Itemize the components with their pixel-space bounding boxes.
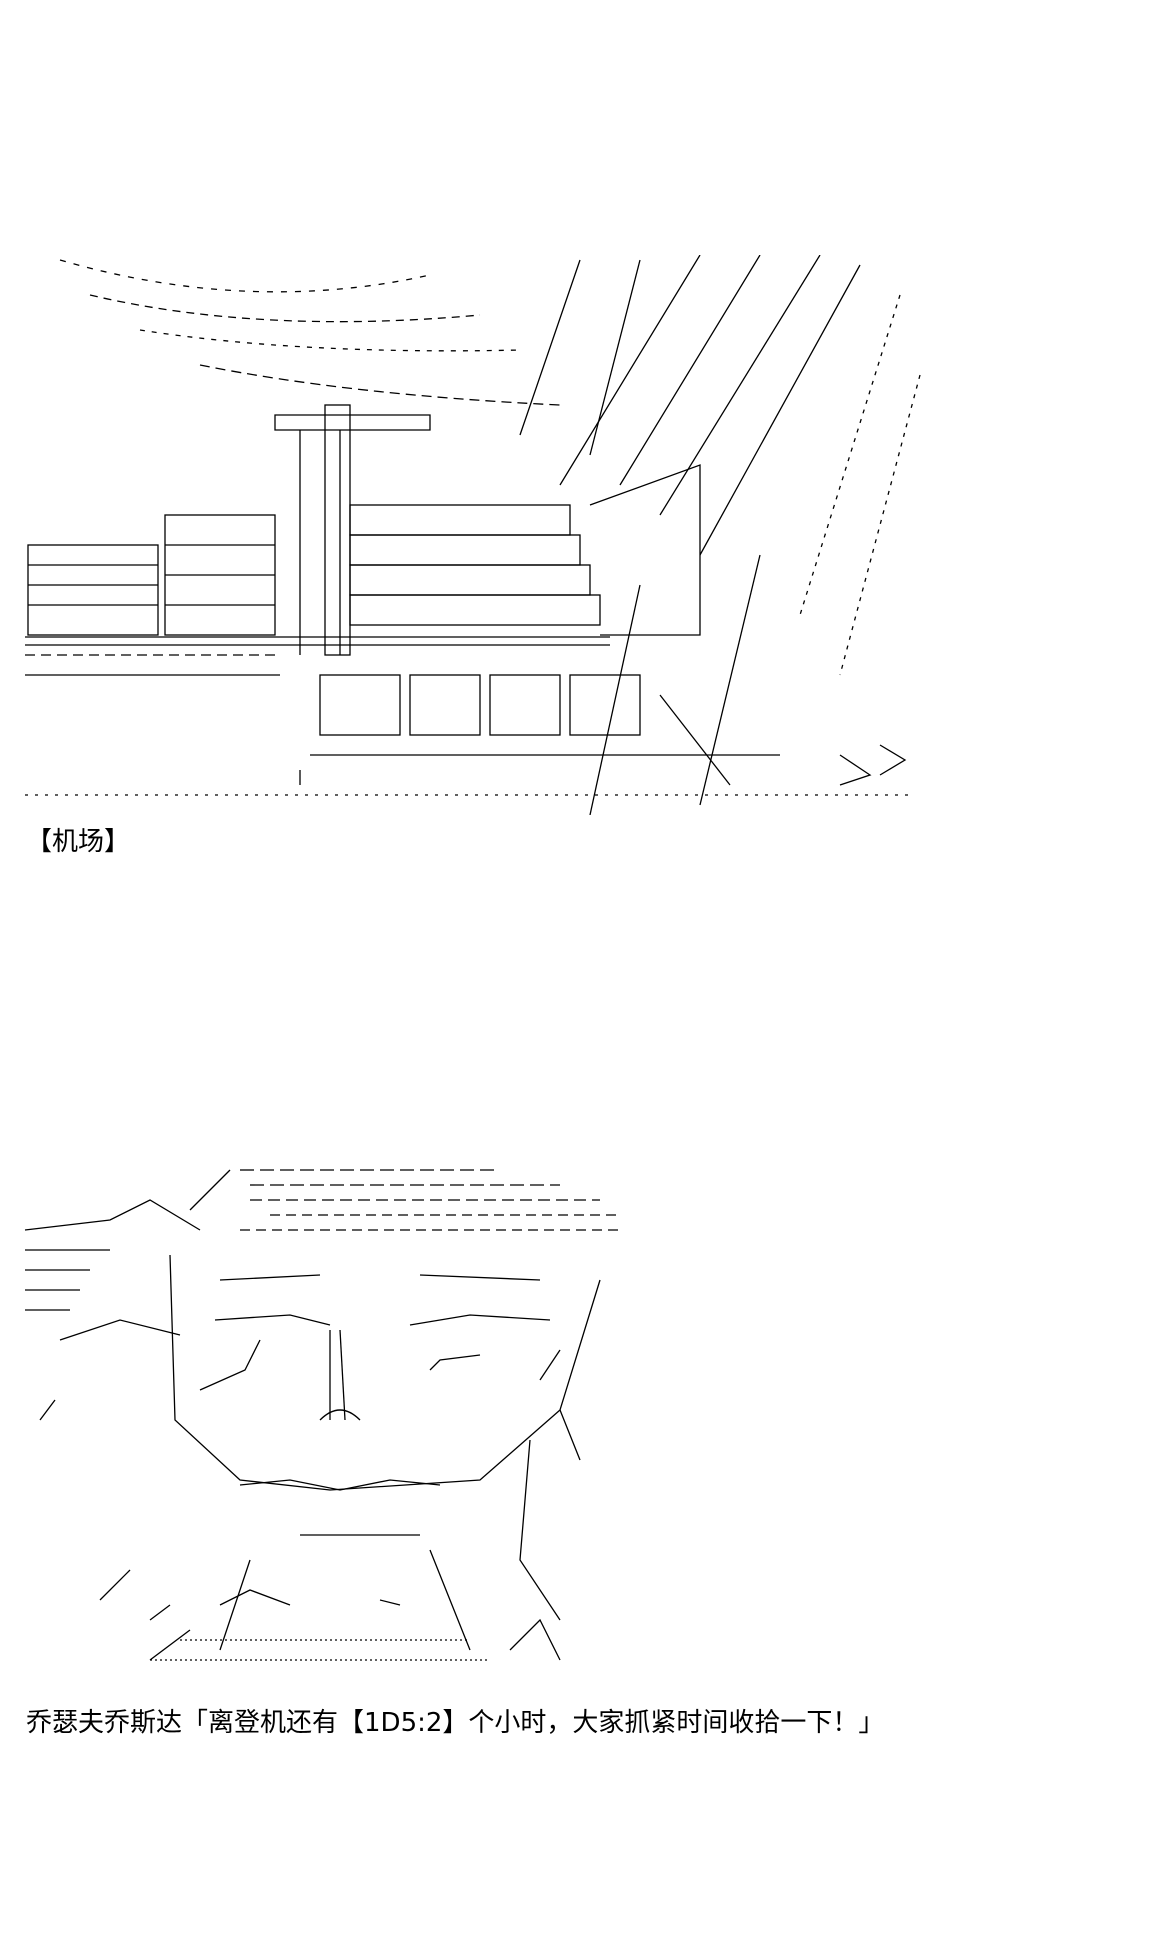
dialogue-line: 乔瑟夫乔斯达「离登机还有【1D5:2】个小时，大家抓紧时间收拾一下！」 — [26, 1708, 885, 1738]
location-caption: 【机场】 — [26, 827, 131, 857]
character-portrait-art — [0, 1160, 640, 1690]
airport-scene-art — [0, 255, 940, 815]
